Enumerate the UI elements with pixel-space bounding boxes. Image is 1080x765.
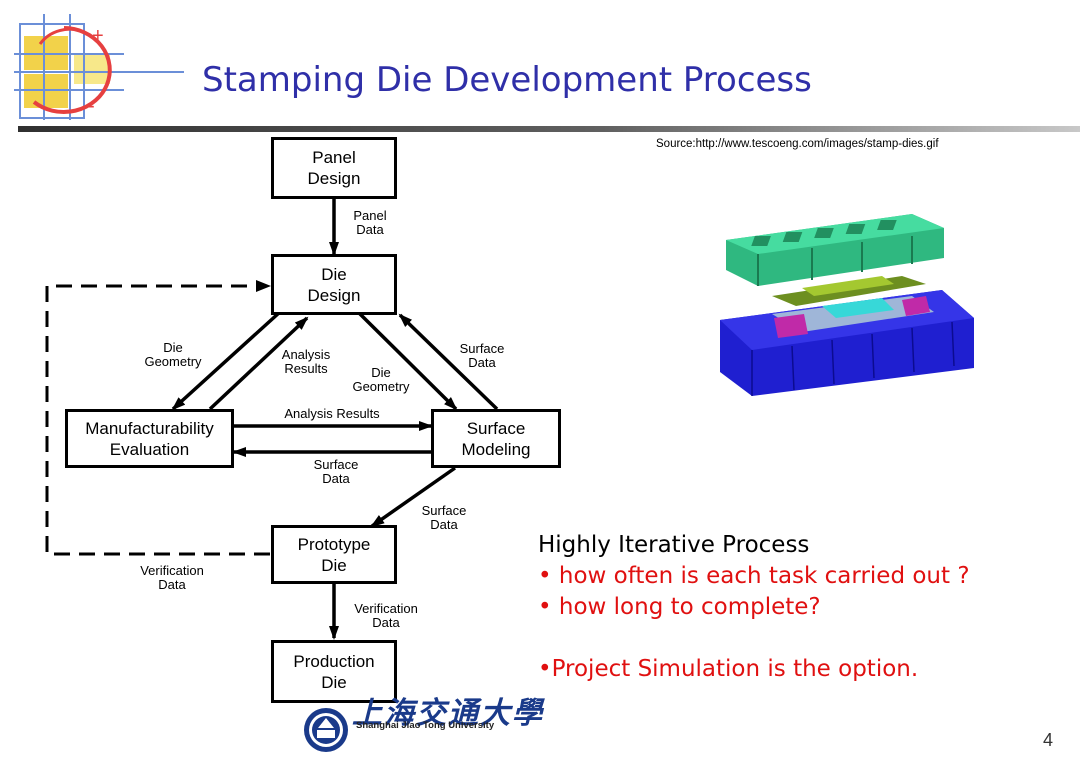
arrow-die-to-surface	[356, 310, 458, 411]
node-surface-modeling: Surface Modeling	[431, 409, 561, 468]
label-die-geometry-left: Die Geometry	[144, 340, 202, 369]
node-manufacturability-evaluation: Manufacturability Evaluation	[65, 409, 234, 468]
label-surface-data-up: Surface Data	[459, 341, 505, 370]
page-number: 4	[1043, 730, 1054, 750]
image-source-caption: Source:http://www.tescoeng.com/images/st…	[656, 138, 939, 150]
node-die-design: Die Design	[271, 254, 397, 315]
label-verification-data-loop: Verification Data	[140, 563, 204, 592]
arrow-die-to-manufacturability	[171, 310, 282, 411]
university-name-chinese: 上海交通大學	[352, 696, 544, 731]
stamping-die-image	[720, 214, 974, 396]
bullet-item: • how long to complete?	[538, 594, 821, 620]
label-analysis-results-horizontal: Analysis Results	[284, 406, 380, 421]
university-name-english: Shanghai Jiao Tong University	[356, 720, 495, 731]
node-production-die: Production Die	[271, 640, 397, 703]
label-surface-data-down: Surface Data	[421, 503, 467, 532]
dashed-feedback-loop	[45, 284, 270, 556]
title-divider	[18, 126, 1080, 132]
node-prototype-die: Prototype Die	[271, 525, 397, 584]
svg-text:+: +	[92, 25, 104, 47]
svg-text:-: -	[88, 95, 95, 117]
process-notes: Highly Iterative Process • how often is …	[538, 530, 970, 685]
slide-title: Stamping Die Development Process	[202, 60, 812, 100]
slide-logo-icon: + -	[14, 14, 184, 120]
label-surface-data-horizontal: Surface Data	[313, 457, 359, 486]
node-panel-design: Panel Design	[271, 137, 397, 199]
label-verification-data-down: Verification Data	[354, 601, 418, 630]
university-seal-icon	[304, 708, 348, 752]
label-panel-data: Panel Data	[353, 208, 387, 237]
label-die-geometry-right: Die Geometry	[352, 365, 410, 394]
arrow-manufacturability-to-die	[208, 316, 309, 411]
label-analysis-results-up: Analysis Results	[281, 347, 331, 376]
arrow-surface-to-prototype	[370, 466, 457, 528]
notes-heading: Highly Iterative Process	[538, 532, 810, 558]
arrow-surface-to-die	[398, 313, 499, 411]
conclusion-text: •Project Simulation is the option.	[538, 656, 919, 682]
bullet-item: • how often is each task carried out ?	[538, 563, 970, 589]
